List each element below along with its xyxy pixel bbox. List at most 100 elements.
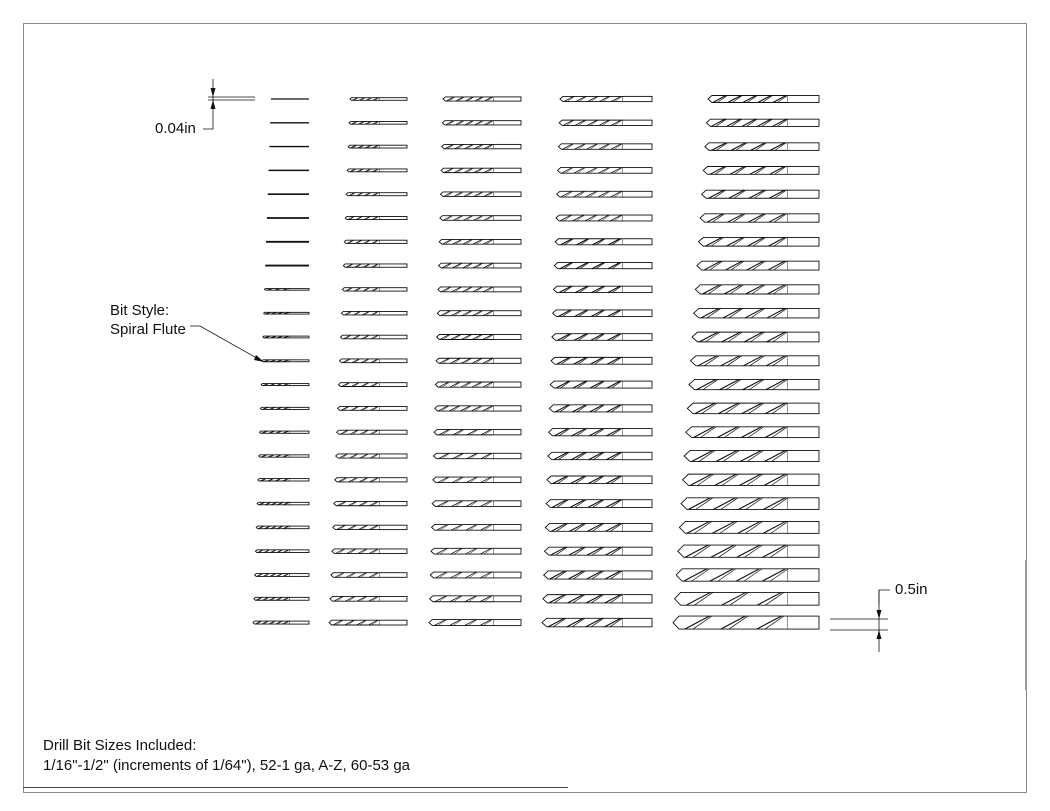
drill-bit [334,477,408,483]
small-dim-arrow-top [210,88,216,97]
drill-bit [542,570,653,580]
drill-bit [552,285,653,294]
drill-bit [434,381,522,388]
drill-bit [437,262,522,269]
small-dim-arrow-bottom [210,100,216,109]
drill-bit [541,617,653,628]
drill-bit [442,96,522,102]
drill-bit [430,547,522,555]
drill-bit [252,620,310,625]
drill-bit [257,478,310,482]
drill-bit [693,307,820,319]
drawing-sheet-border [23,23,1027,793]
drill-bit [436,310,522,317]
drill-bit [558,119,653,126]
drill-bit [346,168,408,173]
drill-bit [699,213,820,223]
bit-style-label: Bit Style: [110,302,170,319]
drill-bit [330,572,408,578]
drill-bit [549,380,653,389]
drill-bit [683,449,820,463]
drill-bit [260,383,310,387]
drill-bit [339,334,408,340]
drill-bit [258,430,310,434]
drill-bit [547,428,653,437]
drill-bit [550,356,653,365]
drill-bit [429,571,522,579]
drill-bit [345,192,408,197]
drill-bit [435,357,522,364]
drill-bit [553,261,653,270]
drill-bit [556,190,653,198]
drill-bit [707,95,820,103]
notes-heading: Drill Bit Sizes Included: [43,737,197,754]
drill-bit [253,573,310,577]
drill-bit [672,615,820,630]
drill-bit [689,355,820,367]
drill-bit [337,382,408,387]
large-dim-arrow-bottom [876,630,882,639]
drill-bit [336,406,408,411]
drill-bit [545,499,653,508]
drill-bit [432,452,522,460]
drill-bit [546,475,653,485]
drill-bit [261,359,310,363]
dimension-annotations [190,79,890,652]
drill-bit [338,358,408,364]
drill-bit [434,405,522,412]
drill-bit [430,524,522,531]
drill-bit [548,404,653,413]
drill-bit [554,238,653,246]
drill-bit [680,497,820,510]
drill-bit [544,522,653,532]
drill-bit [348,120,408,125]
drill-bit [438,239,522,245]
drill-bit [547,451,653,461]
drill-bit [340,311,408,316]
drill-bit-grid [252,95,820,630]
drill-bit [258,454,310,458]
drill-bit [675,568,820,582]
large-dim-leader [878,589,890,604]
drill-bit [559,95,653,103]
bit-style-leader [190,325,263,362]
drill-bit [256,501,310,506]
drill-bit [428,619,522,627]
drill-bit [673,591,820,606]
drill-bit [343,239,408,244]
drill-bit [704,142,820,151]
drill-bit [437,286,522,293]
drill-bit [349,97,408,101]
drill-bit [342,263,408,268]
drill-bit [433,429,522,436]
large-dim-arrow-top [876,610,882,619]
drill-bit [262,311,310,315]
drill-bit [678,520,820,534]
title-block-line [23,787,568,788]
drill-bit [697,236,820,247]
drill-bit [691,331,820,343]
drill-bit [551,309,653,317]
drill-bit [677,544,820,558]
drill-bit [341,287,408,292]
drill-bit [333,501,408,507]
drill-bit [329,596,408,602]
large-dimension-label: 0.5in [895,581,928,598]
small-dimension-label: 0.04in [155,120,196,137]
drill-bit [344,215,408,220]
drill-bit [702,166,820,175]
notes-sizes: 1/16"-1/2" (increments of 1/64"), 52-1 g… [43,757,411,774]
drill-bit [441,143,522,150]
drill-bit [431,500,522,507]
drill-bit [347,144,408,149]
drill-bit [331,548,408,554]
drill-bit [705,118,820,127]
bit-style-arrow [254,355,264,362]
drill-bit [259,406,310,410]
sheet-edge-mark [1025,560,1027,690]
drill-bit [328,619,408,626]
drill-bit [543,546,653,556]
bit-style-value: Spiral Flute [110,321,186,338]
drill-bit [542,594,653,604]
